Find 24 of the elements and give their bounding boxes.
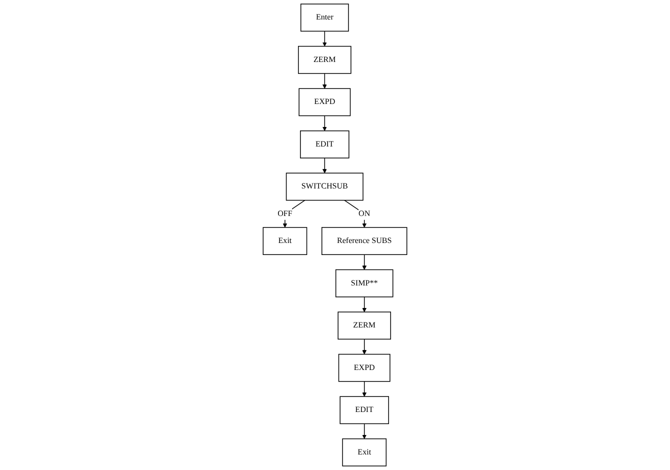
node-box: Exit <box>262 227 308 255</box>
node-box: EXPD <box>298 88 351 116</box>
node-box: EDIT <box>340 396 389 424</box>
node-box: Reference SUBS <box>322 227 408 255</box>
node-box: EDIT <box>300 130 350 158</box>
arrow <box>322 115 327 132</box>
node-box: ZERM <box>298 46 352 74</box>
arrow <box>362 381 367 397</box>
node-box: Enter <box>300 4 349 32</box>
node-box: EXPD <box>338 354 390 382</box>
arrow <box>362 423 367 439</box>
node-box: SWITCHSUB <box>286 172 364 201</box>
arrow <box>362 338 367 354</box>
node-box: Exit <box>342 438 387 466</box>
edge-label: ON <box>358 209 370 218</box>
arrow <box>322 30 327 46</box>
arrow <box>322 73 327 89</box>
edge-label: OFF <box>278 209 292 218</box>
node-box: ZERM <box>338 312 392 340</box>
arrow <box>362 296 367 312</box>
arrow <box>344 200 367 228</box>
arrow <box>362 254 367 270</box>
arrow <box>322 158 327 174</box>
node-box: SIMP** <box>335 269 394 298</box>
